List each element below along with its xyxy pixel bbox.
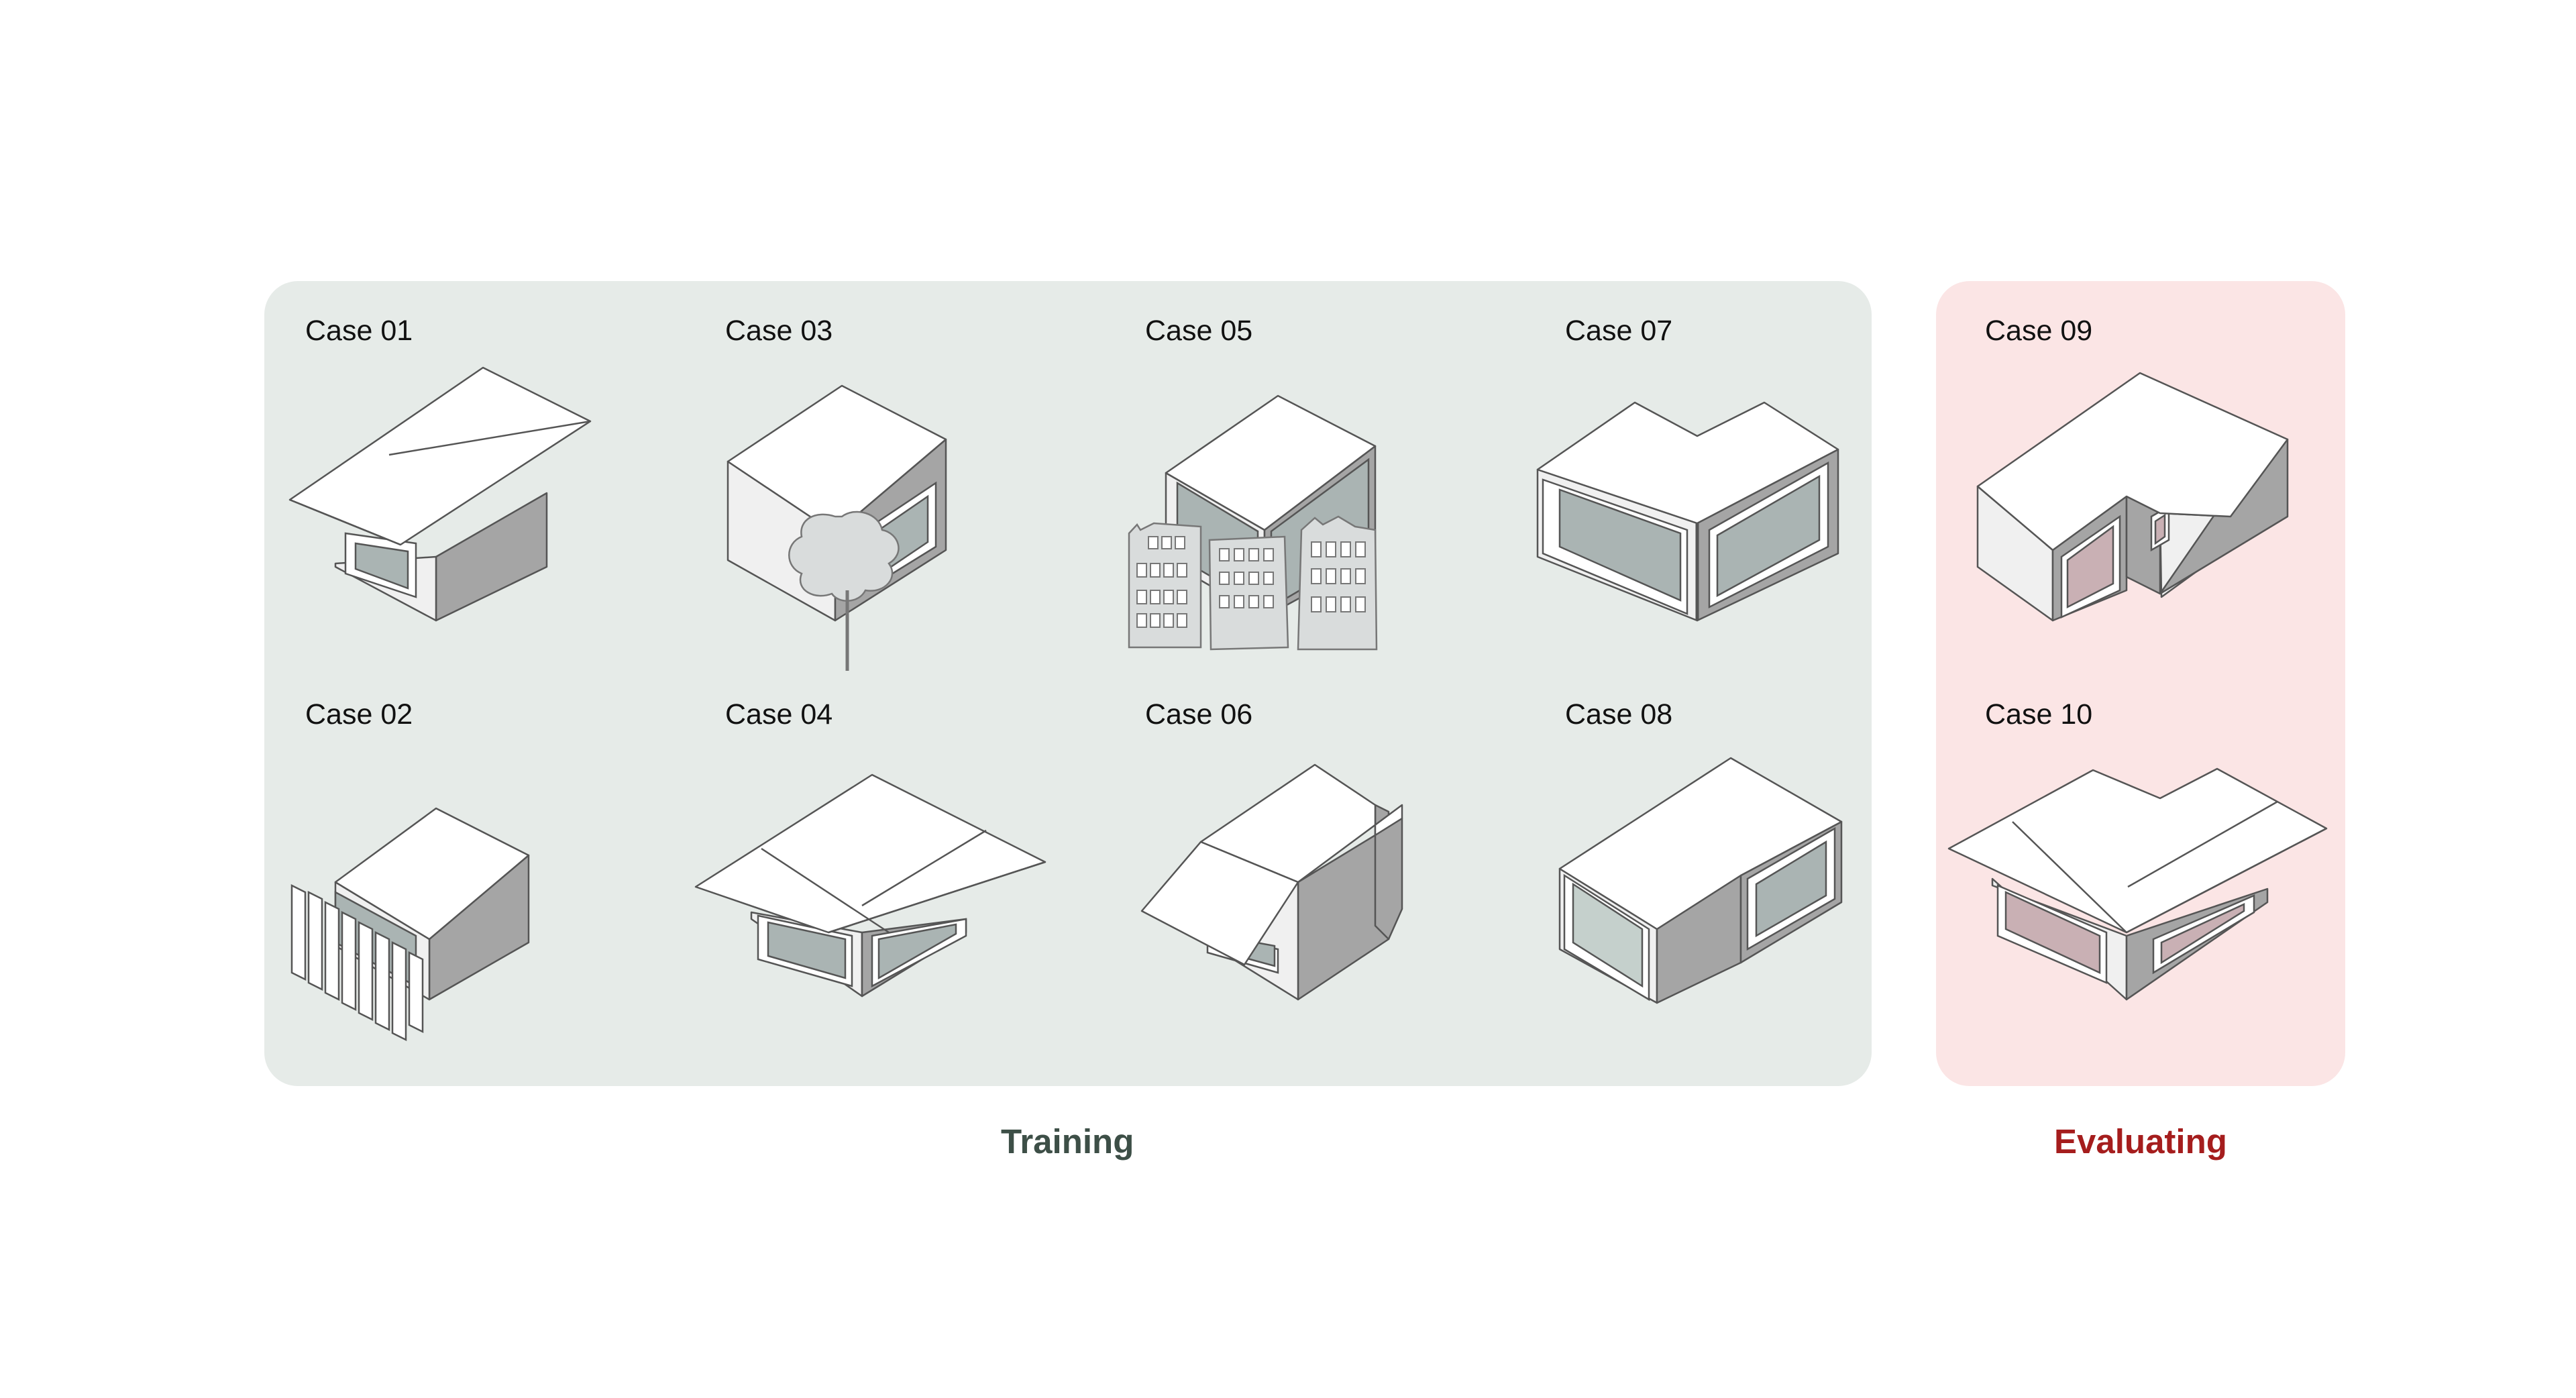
case-01-model — [288, 366, 592, 622]
case-04-label: Case 04 — [725, 698, 833, 731]
case-07-model — [1536, 401, 1839, 622]
case-10-model — [1947, 767, 2328, 1001]
case-08-label: Case 08 — [1565, 698, 1673, 731]
case-05-model — [1128, 394, 1378, 651]
case-03-model — [727, 384, 947, 671]
case-04-model — [694, 773, 1046, 998]
case-03-label: Case 03 — [725, 315, 833, 347]
case-06-label: Case 06 — [1145, 698, 1253, 731]
case-07-label: Case 07 — [1565, 315, 1673, 347]
case-09-model — [1976, 372, 2289, 622]
case-09-label: Case 09 — [1985, 315, 2093, 347]
case-01-label: Case 01 — [305, 315, 413, 347]
case-02-label: Case 02 — [305, 698, 413, 731]
buildings-icon — [1128, 515, 1378, 651]
case-05-label: Case 05 — [1145, 315, 1253, 347]
case-08-model — [1558, 757, 1843, 1004]
case-10-label: Case 10 — [1985, 698, 2093, 731]
tree-icon — [788, 510, 900, 671]
case-02-model — [290, 807, 530, 1042]
training-label: Training — [1001, 1122, 1134, 1161]
evaluating-label: Evaluating — [2054, 1122, 2227, 1161]
case-06-model — [1140, 763, 1403, 1001]
